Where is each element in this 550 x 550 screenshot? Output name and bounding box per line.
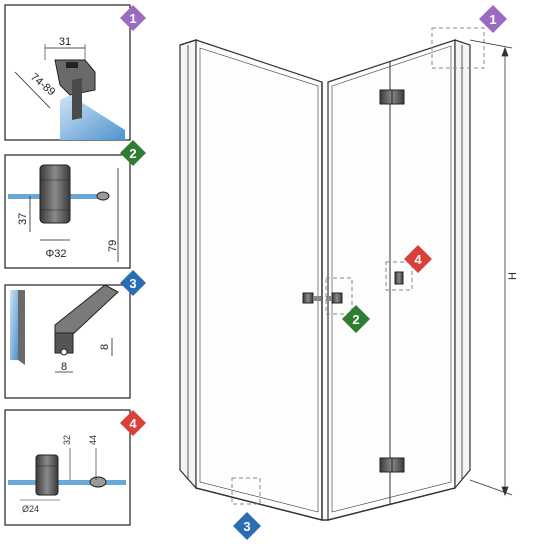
badge-1-detail: 1 [120,5,146,31]
right-wall-profile [454,39,471,490]
detail-panel-1: 31 74-89 [4,4,131,141]
dim-label: Ø24 [22,504,39,514]
dim-label: 37 [17,213,29,225]
glass-edge-4 [8,480,126,485]
door-knob-inner [35,454,59,496]
callout-box-4 [385,261,413,291]
center-handle [302,292,343,304]
callout-box-3 [231,477,261,505]
svg-text:1: 1 [489,12,496,27]
badge-4-main: 4 [404,245,432,273]
right-door-panel [327,39,456,521]
dim-label: 44 [88,435,98,445]
callout-box-1 [431,27,485,69]
dim-label: 31 [59,36,71,48]
shower-enclosure [179,39,471,521]
hinge-top [379,89,405,105]
dim-label: 8 [61,361,67,373]
svg-text:4: 4 [129,416,137,431]
svg-text:1: 1 [129,11,136,26]
svg-text:2: 2 [129,146,136,161]
right-handle [394,271,404,285]
height-dimension [469,39,513,497]
badge-3-detail: 3 [120,270,146,296]
svg-text:3: 3 [243,519,250,534]
badge-3-main: 3 [233,512,261,540]
left-door-panel [195,39,323,521]
svg-text:2: 2 [352,312,359,327]
detail-panel-3: 8 8 [4,284,131,399]
dim-label: Φ32 [45,248,66,260]
badge-4-detail: 4 [120,410,146,436]
glass-edge-3 [10,290,18,360]
svg-text:3: 3 [129,276,136,291]
badge-2-main: 2 [342,305,370,333]
door-knob [39,164,71,224]
hinge-bottom [379,457,405,473]
height-label: H [507,272,519,280]
dim-label: 79 [107,240,119,252]
detail-panel-2: 37 Φ32 79 [4,154,131,269]
callout-box-2 [325,277,353,315]
svg-text:4: 4 [414,252,422,267]
detail-panel-4: 32 44 Ø24 [4,409,131,526]
badge-2-detail: 2 [120,140,146,166]
dim-label: 8 [99,344,111,350]
dim-label: 32 [62,435,72,445]
badge-1-main: 1 [479,5,507,33]
